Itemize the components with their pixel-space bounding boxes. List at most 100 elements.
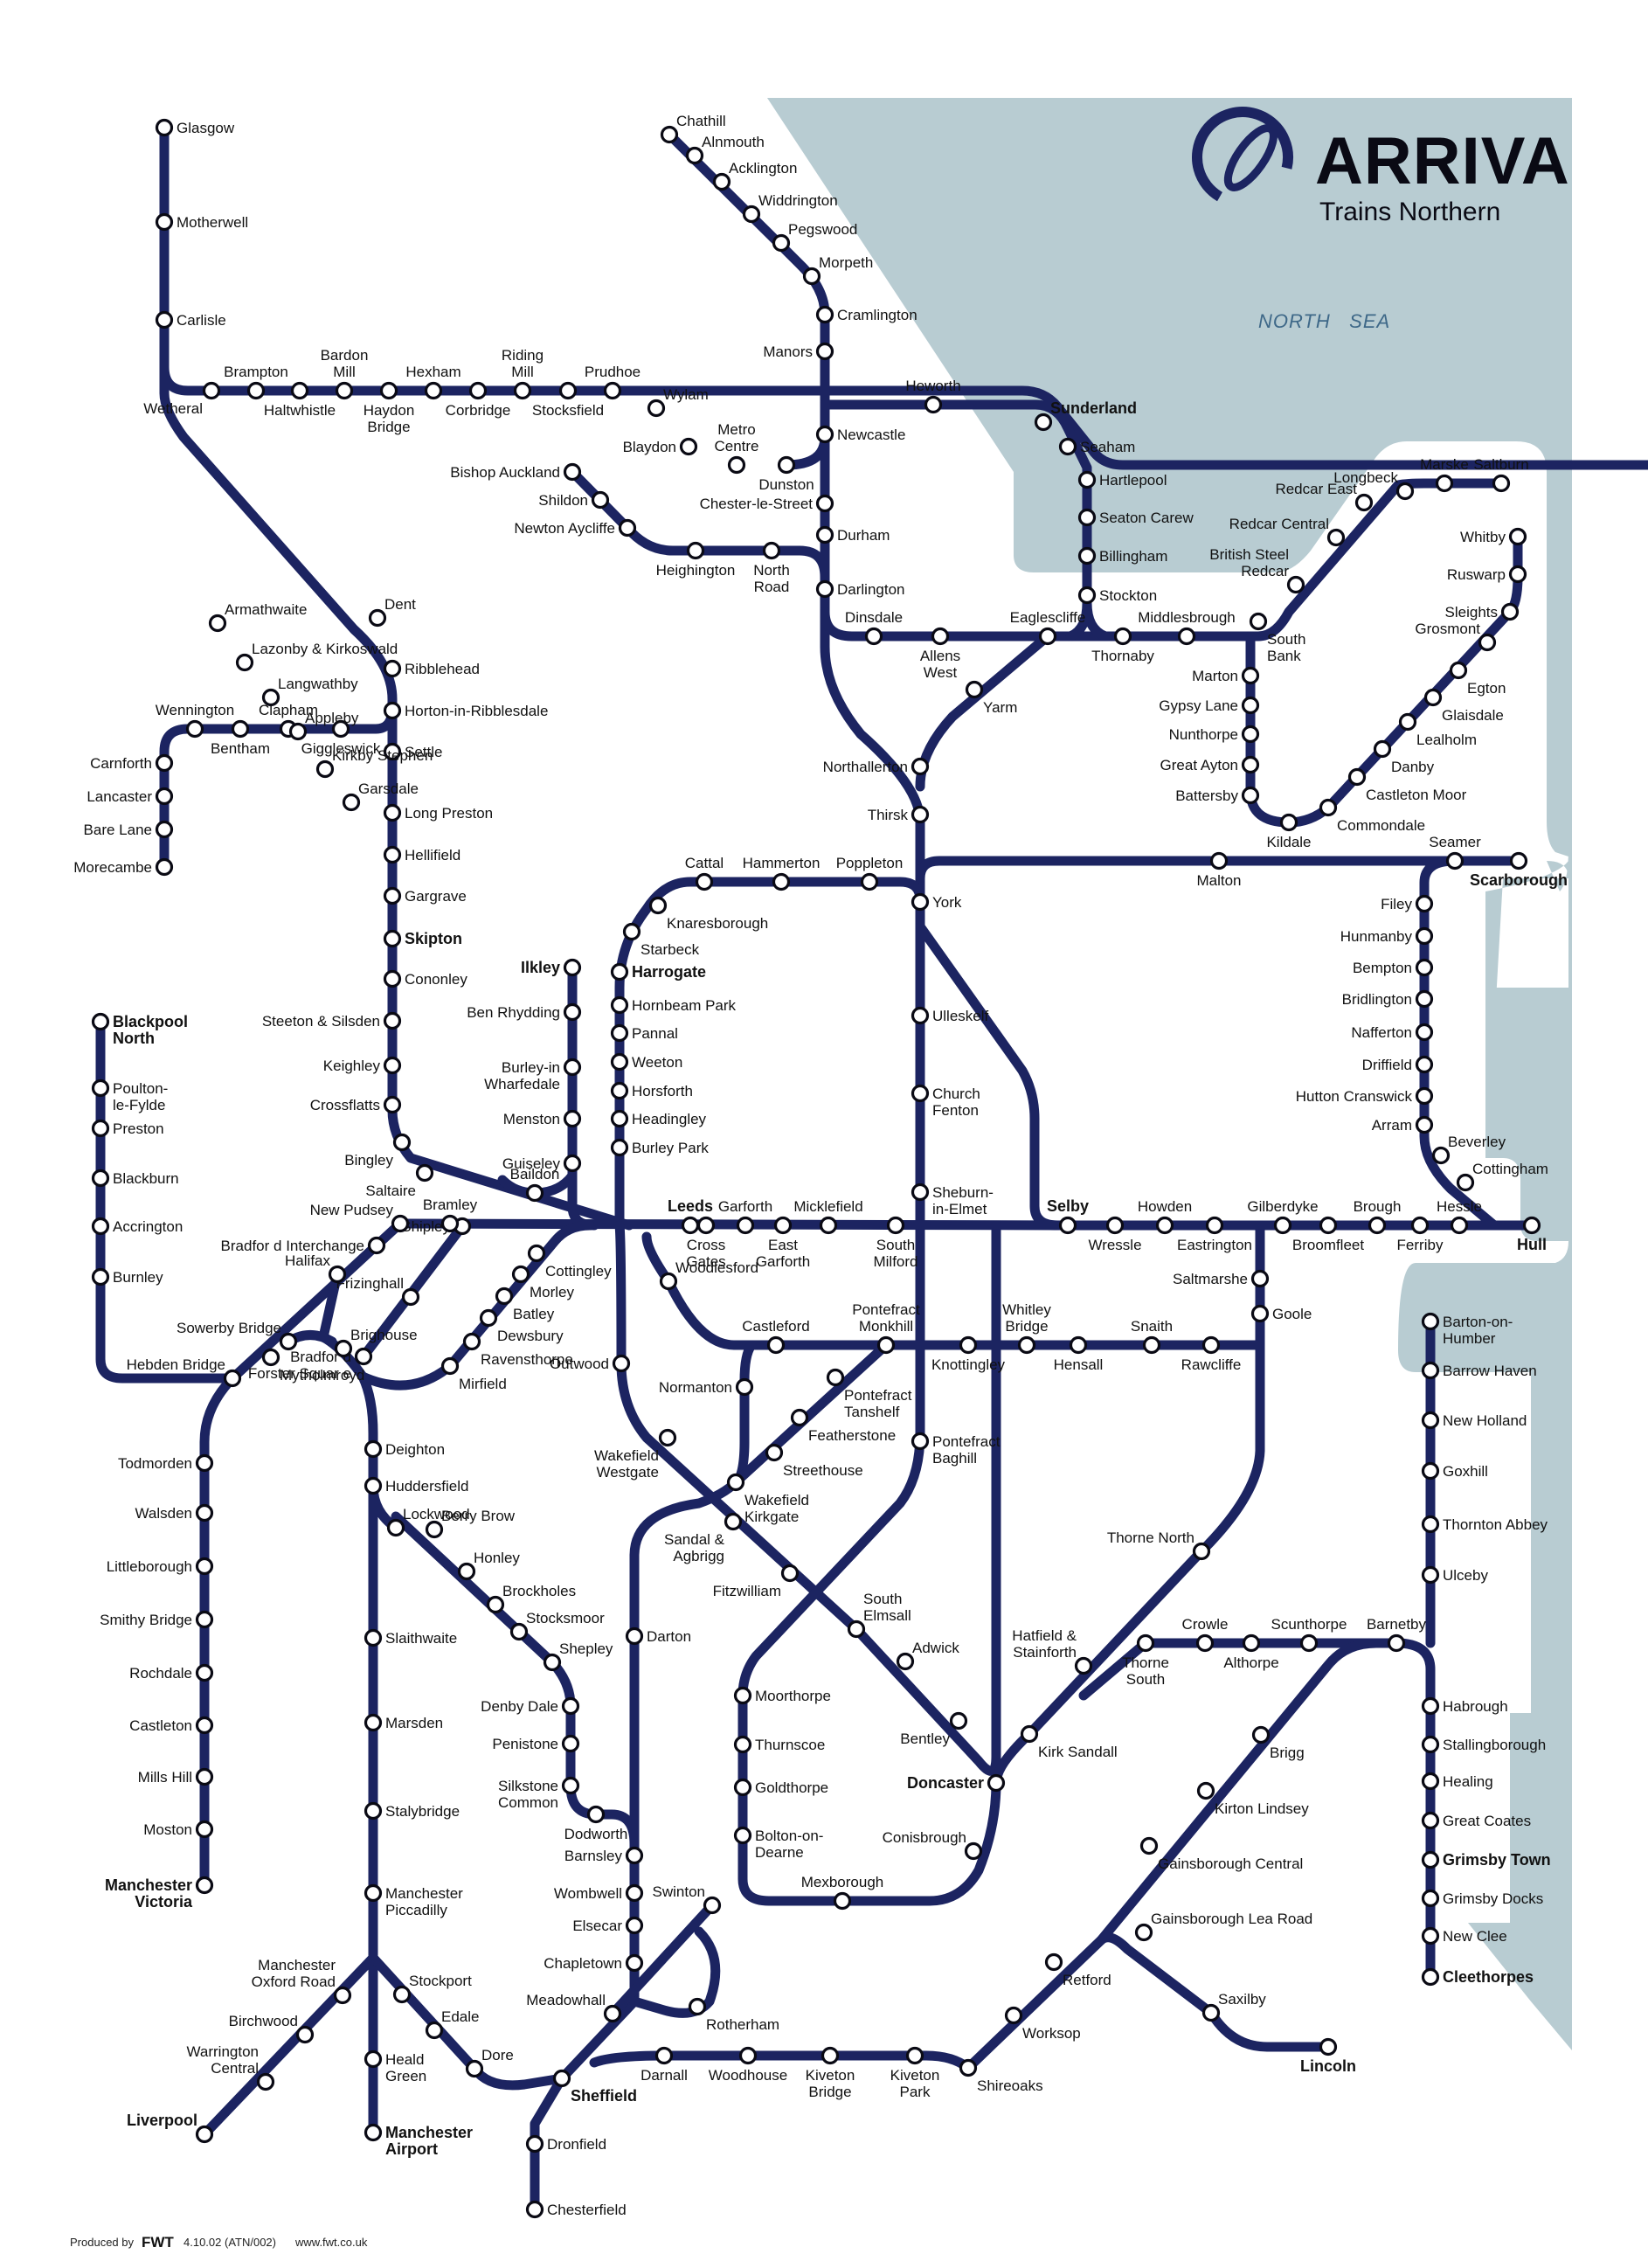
station-marker-icon[interactable] bbox=[1421, 1772, 1440, 1791]
station-marker-icon[interactable] bbox=[295, 2025, 315, 2044]
station[interactable]: Grimsby Town bbox=[1421, 1850, 1551, 1869]
station[interactable]: Morecambe bbox=[73, 857, 174, 877]
station[interactable]: Hensall bbox=[1054, 1335, 1104, 1374]
station-marker-icon[interactable] bbox=[563, 462, 582, 482]
station-marker-icon[interactable] bbox=[401, 1287, 420, 1307]
station[interactable]: Adwick bbox=[896, 1640, 960, 1671]
station[interactable]: Filey bbox=[1381, 894, 1434, 913]
station-marker-icon[interactable] bbox=[383, 742, 402, 761]
station[interactable]: Hull bbox=[1517, 1216, 1547, 1254]
station[interactable]: Conisbrough bbox=[883, 1829, 983, 1861]
station[interactable]: Worksop bbox=[1004, 2006, 1081, 2043]
station-marker-icon[interactable] bbox=[513, 381, 532, 400]
station[interactable]: Marske bbox=[1420, 456, 1469, 493]
station[interactable]: Morley bbox=[511, 1265, 575, 1301]
station-marker-icon[interactable] bbox=[1421, 1696, 1440, 1716]
station-marker-icon[interactable] bbox=[563, 1002, 582, 1022]
station[interactable]: Outwood bbox=[550, 1354, 631, 1373]
station-marker-icon[interactable] bbox=[561, 1734, 580, 1753]
station[interactable]: Nafferton bbox=[1351, 1023, 1434, 1042]
station[interactable]: Burley Park bbox=[610, 1138, 710, 1157]
station[interactable]: Rotherham bbox=[688, 1997, 780, 2034]
station[interactable]: Batley bbox=[495, 1287, 555, 1323]
station-marker-icon[interactable] bbox=[383, 659, 402, 678]
station-marker-icon[interactable] bbox=[1251, 1725, 1271, 1744]
station-marker-icon[interactable] bbox=[625, 1846, 644, 1865]
station[interactable]: Sheffield bbox=[552, 2069, 638, 2105]
station-marker-icon[interactable] bbox=[195, 1453, 214, 1473]
station[interactable]: Darton bbox=[625, 1626, 692, 1646]
station-marker-icon[interactable] bbox=[1196, 1781, 1215, 1800]
station[interactable]: Mills Hill bbox=[138, 1767, 214, 1786]
station-marker-icon[interactable] bbox=[195, 1557, 214, 1576]
station-marker-icon[interactable] bbox=[424, 381, 443, 400]
station-marker-icon[interactable] bbox=[802, 267, 821, 286]
station[interactable]: Micklefield bbox=[793, 1198, 863, 1235]
station-marker-icon[interactable] bbox=[1319, 2037, 1338, 2056]
station-marker-icon[interactable] bbox=[383, 845, 402, 864]
station[interactable]: Lealholm bbox=[1398, 712, 1478, 749]
station-marker-icon[interactable] bbox=[91, 1169, 110, 1188]
station[interactable]: Kirton Lindsey bbox=[1196, 1781, 1310, 1818]
station-marker-icon[interactable] bbox=[561, 1696, 580, 1716]
station-marker-icon[interactable] bbox=[195, 1610, 214, 1629]
station[interactable]: Baildon bbox=[510, 1166, 560, 1203]
station-marker-icon[interactable] bbox=[610, 1109, 629, 1128]
station-marker-icon[interactable] bbox=[833, 1891, 852, 1911]
station-marker-icon[interactable] bbox=[1415, 1115, 1434, 1134]
station-marker-icon[interactable] bbox=[625, 1883, 644, 1903]
station[interactable]: Ulceby bbox=[1421, 1565, 1489, 1585]
station[interactable]: Grosmont bbox=[1415, 621, 1497, 652]
station[interactable]: Settle bbox=[383, 742, 443, 761]
station-marker-icon[interactable] bbox=[896, 1652, 915, 1671]
station[interactable]: Marton bbox=[1192, 666, 1260, 685]
station[interactable]: Saltburn bbox=[1473, 456, 1529, 493]
station-marker-icon[interactable] bbox=[618, 518, 637, 538]
station-marker-icon[interactable] bbox=[1445, 851, 1465, 870]
station[interactable]: Sleights bbox=[1445, 602, 1520, 621]
station[interactable]: Giggleswick bbox=[301, 719, 381, 758]
station-marker-icon[interactable] bbox=[1004, 2006, 1023, 2025]
station-marker-icon[interactable] bbox=[364, 1439, 383, 1459]
station[interactable]: Thurnscoe bbox=[733, 1735, 826, 1754]
station[interactable]: Longbeck bbox=[1333, 469, 1415, 501]
station-marker-icon[interactable] bbox=[1347, 767, 1367, 787]
station-marker-icon[interactable] bbox=[561, 1776, 580, 1795]
station-marker-icon[interactable] bbox=[819, 1216, 838, 1235]
station-marker-icon[interactable] bbox=[965, 680, 984, 699]
station-marker-icon[interactable] bbox=[1415, 1055, 1434, 1074]
station[interactable]: Crossflatts bbox=[310, 1095, 402, 1114]
station-marker-icon[interactable] bbox=[886, 1216, 905, 1235]
station-marker-icon[interactable] bbox=[603, 381, 622, 400]
station[interactable]: Carnforth bbox=[90, 753, 174, 773]
station-marker-icon[interactable] bbox=[552, 2069, 571, 2088]
station-marker-icon[interactable] bbox=[195, 1663, 214, 1682]
station[interactable]: Dent bbox=[368, 596, 417, 628]
station-marker-icon[interactable] bbox=[527, 1244, 546, 1263]
station[interactable]: Swinton bbox=[653, 1883, 722, 1915]
station-marker-icon[interactable] bbox=[1192, 1542, 1211, 1561]
station[interactable]: Althorpe bbox=[1223, 1633, 1279, 1672]
station-marker-icon[interactable] bbox=[415, 1163, 434, 1183]
station-marker-icon[interactable] bbox=[1249, 612, 1268, 631]
station-marker-icon[interactable] bbox=[1478, 633, 1497, 652]
station-marker-icon[interactable] bbox=[1155, 1216, 1174, 1235]
station-marker-icon[interactable] bbox=[1421, 1811, 1440, 1830]
station-marker-icon[interactable] bbox=[1508, 527, 1527, 546]
station[interactable]: Ferriby bbox=[1397, 1216, 1444, 1254]
station[interactable]: Horton-in-Ribblesdale bbox=[383, 701, 549, 720]
station-marker-icon[interactable] bbox=[1415, 989, 1434, 1009]
station[interactable]: Gainsborough Lea Road bbox=[1134, 1911, 1313, 1942]
station[interactable]: Barrow Haven bbox=[1421, 1361, 1537, 1380]
station-marker-icon[interactable] bbox=[290, 381, 309, 400]
station-marker-icon[interactable] bbox=[679, 437, 698, 456]
